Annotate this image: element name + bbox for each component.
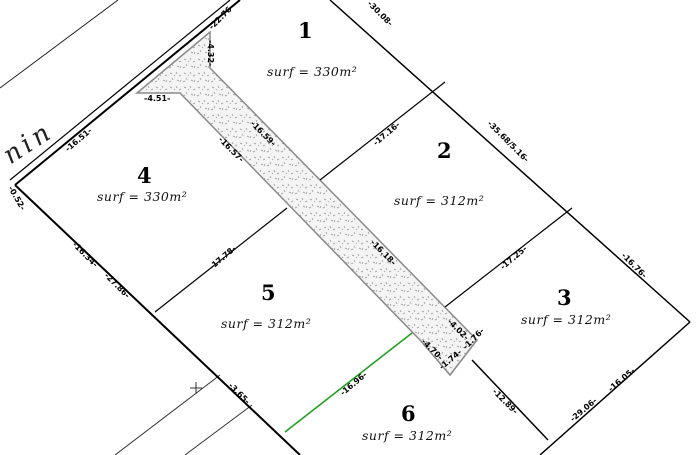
dim-label: -3.65-: [227, 381, 252, 406]
east-boundary: [329, 0, 691, 323]
dim-label: -0.52-: [6, 185, 27, 212]
dim-label: -12.89-: [491, 387, 520, 416]
road-far-edge: [0, 0, 119, 89]
road-name-label: nin: [0, 116, 59, 170]
lot-6[interactable]: 6 surf = 312m²: [362, 401, 452, 443]
west-boundary: [14, 184, 301, 455]
lot-5[interactable]: 5 surf = 312m²: [221, 280, 311, 331]
dim-label: -16.96-: [339, 370, 369, 397]
dim-label: -29.06-: [569, 396, 599, 423]
lot-number: 3: [557, 285, 572, 310]
lot-number: 6: [401, 401, 416, 426]
road-boundary-line: [14, 0, 241, 186]
lot-2-3-separator: [444, 207, 573, 308]
dim-label: -4.51-: [144, 94, 170, 103]
lot-3-south-edge: [539, 321, 691, 455]
lot-surface: surf = 330m²: [267, 64, 357, 79]
dim-label: -30.08-: [366, 0, 395, 28]
dim-label: -16.76-: [620, 251, 649, 280]
dim-label: -27.86-: [103, 271, 132, 300]
lot-5-6-separator-highlight: [284, 332, 413, 433]
dim-label: -17.16-: [372, 120, 402, 147]
lot-surface: surf = 312m²: [394, 193, 484, 208]
lot-2[interactable]: 2 surf = 312m²: [394, 138, 484, 208]
access-drive: [134, 30, 478, 377]
road-edge-line: [9, 0, 231, 181]
lot-surface: surf = 312m²: [221, 316, 311, 331]
neighbor-lines: [114, 374, 253, 455]
lot-number: 4: [137, 163, 152, 188]
dim-label: -16.05-: [607, 366, 637, 393]
lot-number: 5: [261, 280, 276, 305]
lot-4[interactable]: 4 surf = 330m²: [97, 163, 187, 204]
dim-label: -17.78-: [208, 244, 238, 271]
lot-1[interactable]: 1 surf = 330m²: [267, 18, 357, 79]
parcel-boundaries: [14, 0, 691, 455]
lot-4-5-separator: [154, 207, 288, 313]
lot-1-2-separator: [319, 81, 446, 181]
dim-label: -16.51-: [64, 126, 94, 153]
dim-label: -35.68/5.16-: [486, 119, 531, 164]
lot-surface: surf = 312m²: [362, 428, 452, 443]
lot-surface: surf = 330m²: [97, 189, 187, 204]
lot-3-6-separator: [471, 359, 549, 441]
lot-3[interactable]: 3 surf = 312m²: [521, 285, 611, 327]
dim-label: -16.34-: [71, 240, 100, 269]
lot-number: 1: [298, 18, 313, 43]
dim-label: -17.25-: [499, 244, 529, 271]
lot-number: 2: [437, 138, 452, 163]
dim-label: -4.32-: [206, 40, 215, 66]
lot-surface: surf = 312m²: [521, 312, 611, 327]
